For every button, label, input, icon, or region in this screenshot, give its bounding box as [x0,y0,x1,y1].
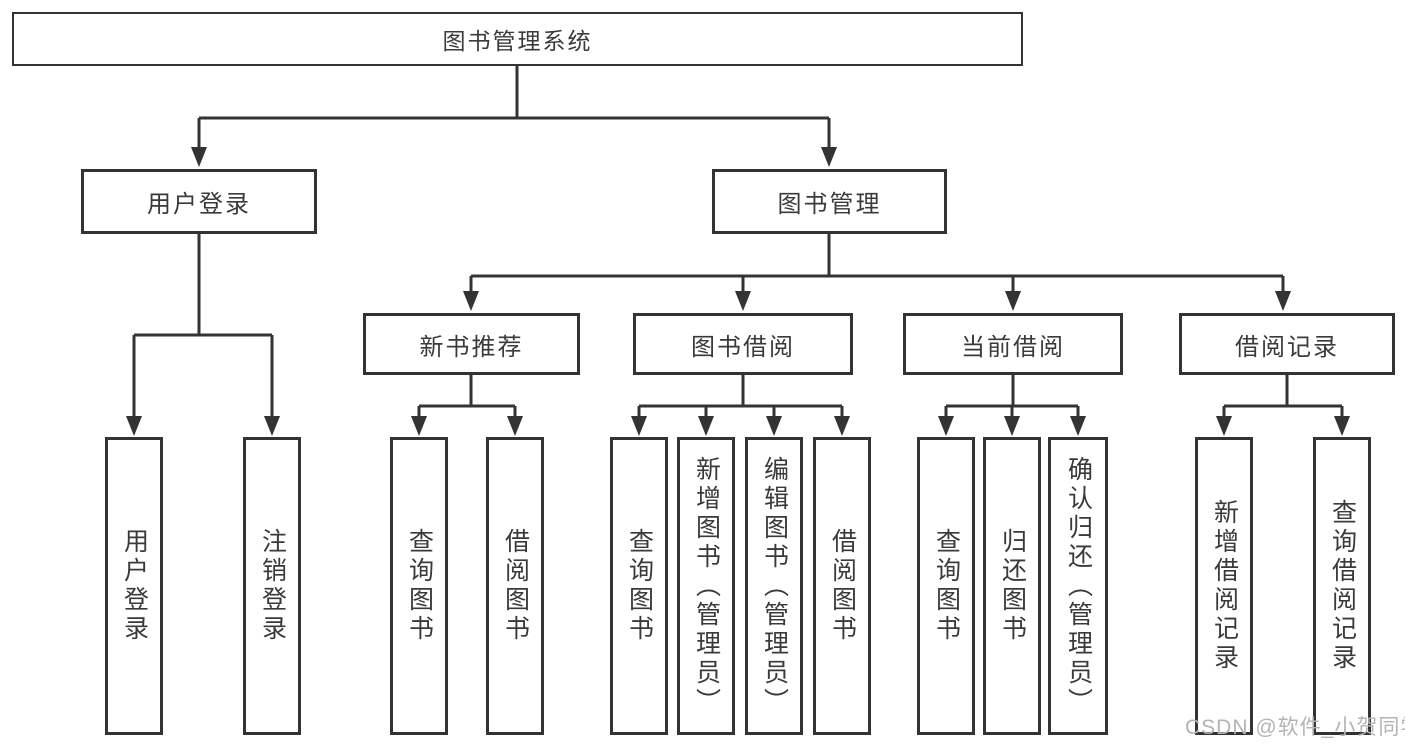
node-root-system: 图书管理系统 [12,12,1023,66]
leaf-confirm-return-admin: 确认归还（管理员） [1048,437,1108,735]
leaf-query-books-3: 查询图书 [917,437,975,735]
leaf-query-borrow-record-label: 查询借阅记录 [1328,499,1357,673]
leaf-add-books-admin: 新增图书（管理员） [677,437,735,735]
node-new-book-recommend-label: 新书推荐 [419,333,524,361]
node-book-borrow: 图书借阅 [633,313,853,375]
leaf-borrow-books-2-label: 借阅图书 [828,528,857,644]
leaf-query-books-1: 查询图书 [390,437,448,735]
node-user-login: 用户登录 [81,169,317,234]
leaf-logout: 注销登录 [243,437,301,735]
leaf-query-books-2-label: 查询图书 [625,528,654,644]
csdn-watermark: CSDN @软件_小贺同学 [1185,716,1405,739]
leaf-borrow-books-1-label: 借阅图书 [501,528,530,644]
leaf-add-borrow-record: 新增借阅记录 [1195,437,1253,735]
leaf-return-books-label: 归还图书 [998,528,1027,644]
leaf-logout-label: 注销登录 [258,528,287,644]
connector-strokes [132,66,1344,421]
node-new-book-recommend: 新书推荐 [363,313,580,375]
leaf-query-books-1-label: 查询图书 [405,528,434,644]
leaf-edit-books-admin-label: 编辑图书（管理员） [760,455,789,717]
node-root-label: 图书管理系统 [442,28,593,54]
leaf-user-login: 用户登录 [105,437,163,735]
node-current-borrow-label: 当前借阅 [961,333,1065,361]
arrowheads [126,147,1350,436]
node-current-borrow: 当前借阅 [903,313,1123,375]
leaf-add-borrow-record-label: 新增借阅记录 [1210,499,1239,673]
leaf-query-books-2: 查询图书 [610,437,668,735]
leaf-return-books: 归还图书 [983,437,1041,735]
node-borrow-records: 借阅记录 [1179,313,1395,375]
leaf-query-books-3-label: 查询图书 [932,528,961,644]
node-book-management-label: 图书管理 [777,191,882,218]
node-user-login-label: 用户登录 [147,191,251,218]
node-book-borrow-label: 图书借阅 [691,333,795,361]
leaf-add-books-admin-label: 新增图书（管理员） [692,455,721,717]
leaf-query-borrow-record: 查询借阅记录 [1313,437,1371,735]
leaf-borrow-books-1: 借阅图书 [486,437,544,735]
node-book-management: 图书管理 [712,169,947,234]
leaf-confirm-return-admin-label: 确认归还（管理员） [1064,455,1093,717]
node-borrow-records-label: 借阅记录 [1235,333,1339,361]
leaf-edit-books-admin: 编辑图书（管理员） [745,437,803,735]
leaf-borrow-books-2: 借阅图书 [813,437,871,735]
leaf-user-login-label: 用户登录 [120,528,149,644]
